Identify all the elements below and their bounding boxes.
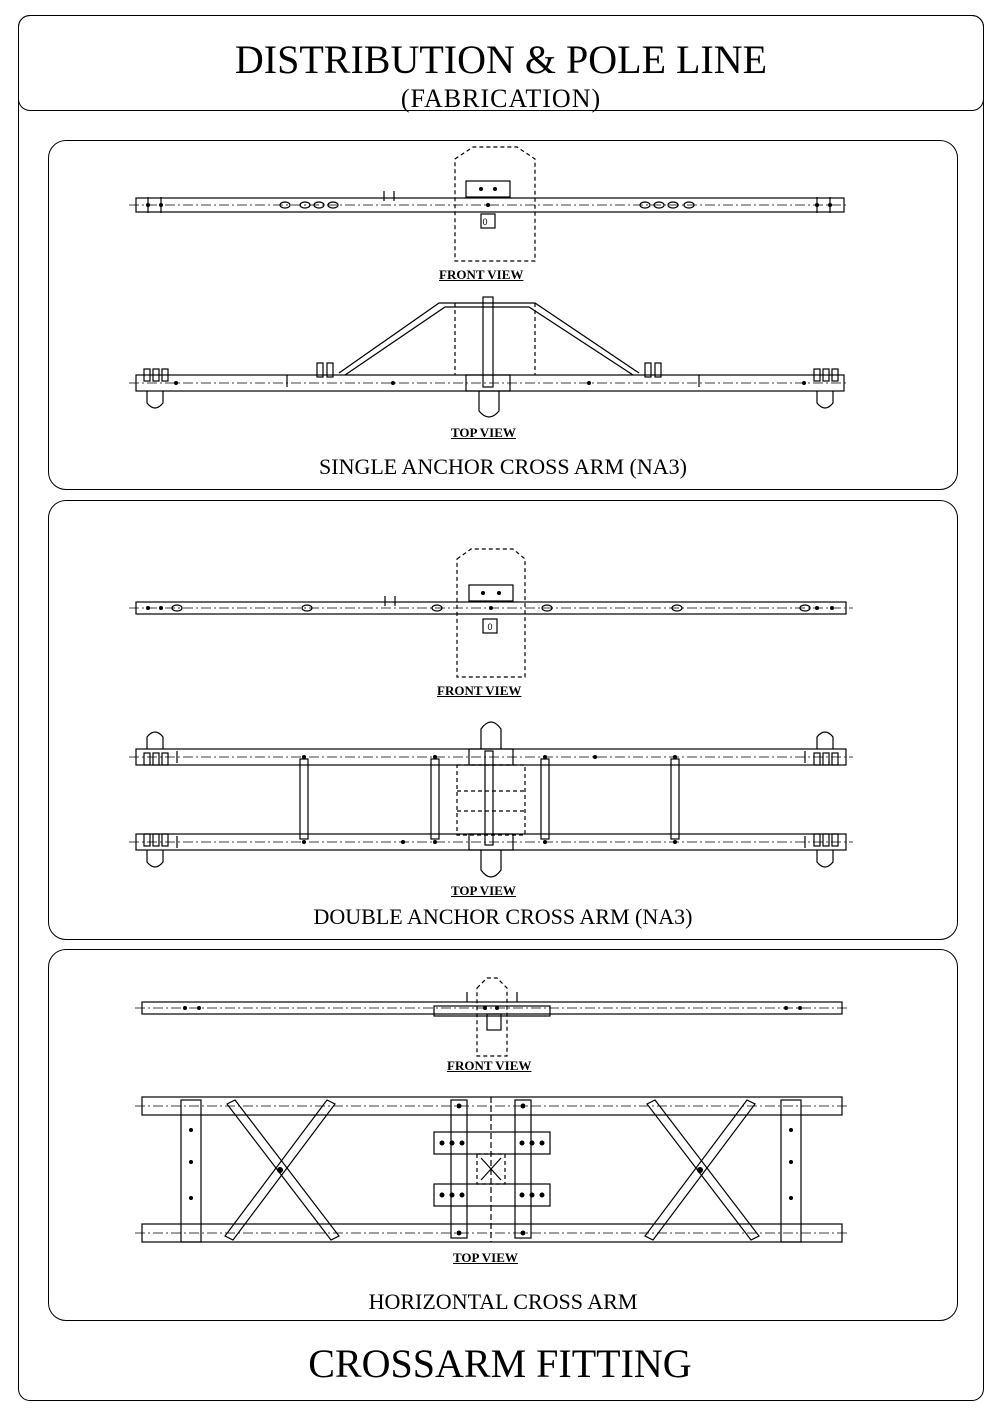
double-anchor-drawing: 0 — [129, 548, 853, 878]
front-plate-mark: 0 — [487, 622, 492, 632]
sheet-subtitle: (FABRICATION) — [400, 84, 602, 113]
horizontal-drawing — [135, 977, 849, 1243]
footer-title: CROSSARM FITTING — [308, 1341, 692, 1386]
sheet-title: DISTRIBUTION & POLE LINE — [234, 37, 768, 82]
front-plate-mark: 0 — [482, 217, 487, 227]
front-view-label: FRONT VIEW — [439, 267, 524, 282]
single-anchor-drawing: 0 — [129, 146, 849, 418]
panel-double-anchor: 0 FRONT VIEW TOP VIEW DOUBLE ANCHOR CROS… — [48, 500, 958, 940]
top-view-label: TOP VIEW — [451, 425, 516, 440]
front-view-label: FRONT VIEW — [437, 683, 522, 698]
panel-title-double-anchor: DOUBLE ANCHOR CROSS ARM (NA3) — [313, 904, 693, 929]
top-view-label: TOP VIEW — [453, 1250, 518, 1265]
panel-title-single-anchor: SINGLE ANCHOR CROSS ARM (NA3) — [319, 454, 687, 479]
panel-title-horizontal: HORIZONTAL CROSS ARM — [368, 1289, 638, 1314]
title-block: DISTRIBUTION & POLE LINE (FABRICATION) — [18, 15, 984, 113]
top-view-label: TOP VIEW — [451, 883, 516, 898]
front-view-label: FRONT VIEW — [447, 1058, 532, 1073]
panel-horizontal: FRONT VIEW TOP VIEW HORIZONTAL CROSS ARM — [48, 949, 958, 1321]
panel-single-anchor: 0 FRONT VIEW TOP VIEW SINGLE ANCHOR CROS… — [48, 140, 958, 490]
